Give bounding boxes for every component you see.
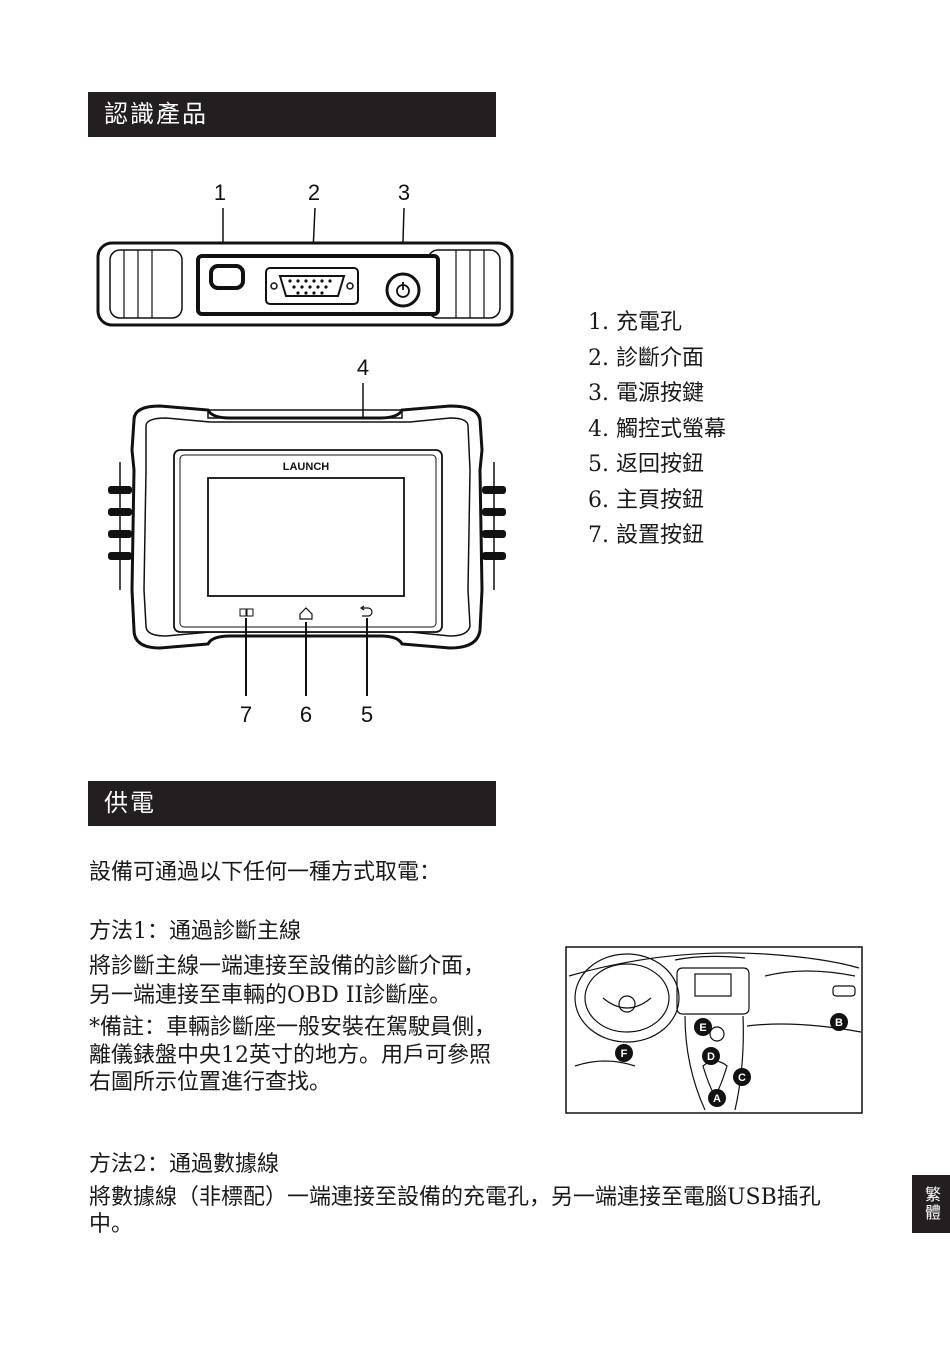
settings-button-icon: [239, 608, 254, 617]
callout-6: 6: [300, 702, 312, 727]
touch-screen: [207, 477, 405, 597]
method2-line: 中。: [89, 1212, 134, 1237]
language-tab: 繁體: [912, 1175, 950, 1233]
legend-item: 6. 主頁按鈕: [588, 487, 704, 513]
section-title-identify: 認識產品: [88, 92, 496, 137]
device-top-view: [96, 241, 514, 327]
svg-text:B: B: [835, 1017, 843, 1029]
note-line: 離儀錶盤中央12英寸的地方。用戶可參照: [89, 1043, 491, 1068]
location-marker-E: E: [694, 1018, 712, 1036]
callout-1: 1: [214, 180, 226, 205]
note-line: 右圖所示位置進行查找。: [89, 1070, 332, 1095]
home-button-icon: [299, 607, 313, 620]
location-marker-D: D: [702, 1047, 720, 1065]
section-title-power: 供電: [88, 781, 496, 826]
legend-item: 2. 診斷介面: [588, 345, 704, 371]
svg-text:D: D: [707, 1051, 715, 1063]
legend-item: 1. 充電孔: [588, 310, 682, 335]
method1-title: 方法1：通過診斷主線: [89, 919, 301, 944]
legend-item: 7. 設置按鈕: [588, 523, 704, 548]
location-marker-C: C: [733, 1068, 751, 1086]
callout-7: 7: [240, 702, 252, 727]
method1-line: 將診斷主線一端連接至設備的診斷介面，: [89, 954, 486, 979]
device-front-view: LAUNCH: [108, 404, 506, 650]
legend-item: 4. 觸控式螢幕: [588, 416, 726, 442]
power-button-icon: [385, 272, 421, 308]
car-interior-illustration: A B C D E F: [565, 946, 863, 1114]
callout-4: 4: [357, 355, 369, 380]
location-marker-B: B: [830, 1013, 848, 1031]
power-intro: 設備可通過以下任何一種方式取電：: [89, 860, 442, 885]
method2-line: 將數據線（非標配）一端連接至設備的充電孔，另一端連接至電腦USB插孔: [89, 1185, 821, 1210]
product-diagram: 1 2 3: [96, 180, 514, 727]
diagnostic-port-icon: [265, 267, 359, 305]
legend-item: 3. 電源按鍵: [588, 381, 704, 406]
component-legend: 1. 充電孔 2. 診斷介面 3. 電源按鍵 4. 觸控式螢幕 5. 返回按鈕 …: [588, 305, 726, 554]
callout-5: 5: [361, 702, 373, 727]
svg-text:A: A: [713, 1093, 721, 1105]
legend-item: 5. 返回按鈕: [588, 452, 704, 477]
location-marker-A: A: [708, 1089, 726, 1107]
charging-port-icon: [209, 264, 245, 290]
back-button-icon: [359, 605, 373, 617]
svg-text:F: F: [621, 1048, 628, 1060]
location-marker-F: F: [615, 1044, 633, 1062]
svg-text:E: E: [699, 1022, 706, 1034]
svg-text:C: C: [738, 1072, 746, 1084]
brand-logo: LAUNCH: [283, 461, 329, 473]
note-line: *備註：車輛診斷座一般安裝在駕駛員側，: [89, 1015, 497, 1040]
callout-2: 2: [308, 180, 320, 205]
method2-title: 方法2：通過數據線: [89, 1152, 279, 1177]
method1-line: 另一端連接至車輛的OBD II診斷座。: [89, 983, 452, 1008]
callout-3: 3: [398, 180, 410, 205]
